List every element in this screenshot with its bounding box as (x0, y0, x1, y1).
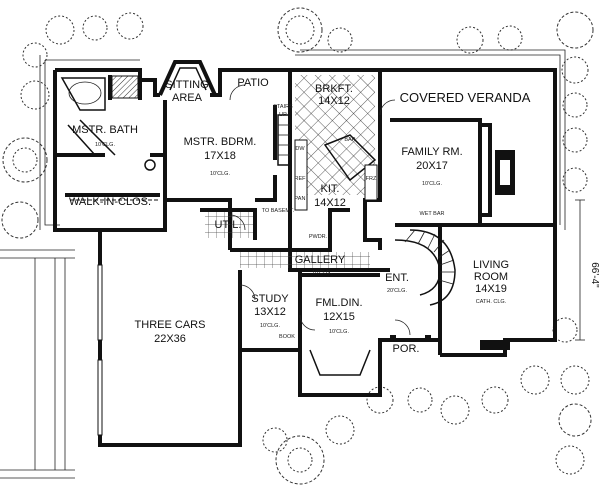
family-rm-label: FAMILY RM. (401, 146, 462, 158)
door-swing (379, 99, 396, 116)
kitchen-counter-left (294, 139, 308, 211)
family-rm-dims: 20X17 (416, 160, 448, 172)
depth-dimension-label: 66'-4" (589, 262, 600, 288)
walk-in-clos-label: WALK-IN-CLOS. (69, 196, 151, 208)
ref-label: REF (295, 176, 307, 182)
kit-label: KIT. (321, 183, 340, 195)
kitchen-tile-floor (295, 75, 375, 195)
garage-label: THREE CARS (135, 319, 206, 331)
por-label: POR. (393, 343, 420, 355)
bathtub (60, 77, 106, 111)
sitting-bay-window (169, 67, 207, 91)
door-swing (229, 84, 246, 101)
living-fireplace (480, 340, 510, 350)
shrub-cluster-top-right (456, 11, 594, 193)
study-label: STUDY (251, 293, 289, 305)
door-swing (299, 314, 316, 331)
living-room-dims: 14X19 (475, 283, 507, 295)
gallery-label: GALLERY (295, 254, 346, 266)
porch-column (390, 335, 396, 341)
driveway (0, 249, 75, 479)
shrub-cluster-bottom (262, 317, 592, 485)
dining-bay-window (309, 349, 371, 376)
family-rm-note: 10'CLG. (422, 181, 442, 187)
shower (111, 75, 139, 99)
covered-veranda-label: COVERED VERANDA (400, 90, 531, 105)
stairs-main (394, 229, 456, 306)
garage-door (97, 359, 103, 436)
kitchen-counter-right (364, 164, 378, 201)
garage-door (97, 264, 103, 341)
ent-label: ENT. (385, 272, 409, 284)
garage-dims: 22X36 (154, 333, 186, 345)
sitting-area-label-1: SITTING (165, 79, 208, 91)
living-room-note: CATH. CLG. (476, 299, 507, 305)
depth-dimension (575, 199, 585, 341)
landscaping (1, 7, 594, 485)
door-swing (229, 214, 246, 231)
ent-note: 20'CLG. (387, 288, 407, 294)
gallery-tile-floor (240, 252, 370, 268)
book-label: BOOK (279, 334, 295, 340)
kitchen-island (323, 134, 377, 182)
frz-label: FRZ (366, 176, 377, 182)
tree-left (1, 137, 48, 239)
brkft-label: BRKFT. (315, 83, 353, 95)
exterior-walls (53, 60, 557, 447)
vanity (67, 119, 116, 156)
gallery-note: 10'CLG. (312, 270, 332, 276)
shrub-cluster-top-left (20, 12, 144, 110)
wet-bar-label: WET BAR (420, 211, 445, 217)
util-tile-floor (205, 212, 253, 238)
living-room-label-2: ROOM (474, 271, 508, 283)
room-labels: SITTING AREA PATIO BRKFT. 14X12 COVERED … (69, 77, 531, 355)
mstr-bdrm-label: MSTR. BDRM. (184, 136, 257, 148)
mstr-bath-note: 10'CLG. (95, 142, 115, 148)
toilet (144, 159, 156, 171)
pwdr-label: PWDR. (309, 234, 328, 240)
mstr-bdrm-dims: 17X18 (204, 150, 236, 162)
mstr-bath-label: MSTR. BATH (72, 124, 138, 136)
fml-din-note: 10'CLG. (329, 329, 349, 335)
stairs-up-label-2: UP (279, 112, 287, 118)
bar-label: BAR (344, 137, 355, 143)
util-label: UTIL. (215, 219, 242, 231)
door-swing (239, 284, 256, 301)
study-dims: 13X12 (254, 306, 286, 318)
dw-label: DW (295, 146, 305, 152)
patio-label: PATIO (237, 77, 269, 89)
door-swing (394, 319, 411, 336)
fixtures (60, 67, 515, 436)
interior-walls (55, 75, 555, 350)
living-room-label-1: LIVING (473, 259, 509, 271)
kit-dims: 14X12 (314, 197, 346, 209)
pan-label: PAN (295, 196, 306, 202)
brkft-dims: 14X12 (318, 95, 350, 107)
to-basement-label: TO BASEMT. (262, 208, 295, 214)
stairs-up-label-1: STAIRS (273, 104, 293, 110)
fml-din-dims: 12X15 (323, 311, 355, 323)
stairs-rear (277, 114, 291, 166)
mstr-bdrm-note: 10'CLG. (210, 171, 230, 177)
study-note: 10'CLG. (260, 323, 280, 329)
tree-top-center (277, 7, 353, 53)
sitting-area-label-2: AREA (172, 92, 203, 104)
porch-column (425, 335, 431, 341)
tub-basin (68, 81, 102, 105)
fml-din-label: FML.DIN. (315, 297, 362, 309)
family-fireplace (495, 150, 515, 195)
annotation-labels: STAIRS UP BAR WET BAR TO BASEMT. BOOK DW… (262, 104, 445, 340)
